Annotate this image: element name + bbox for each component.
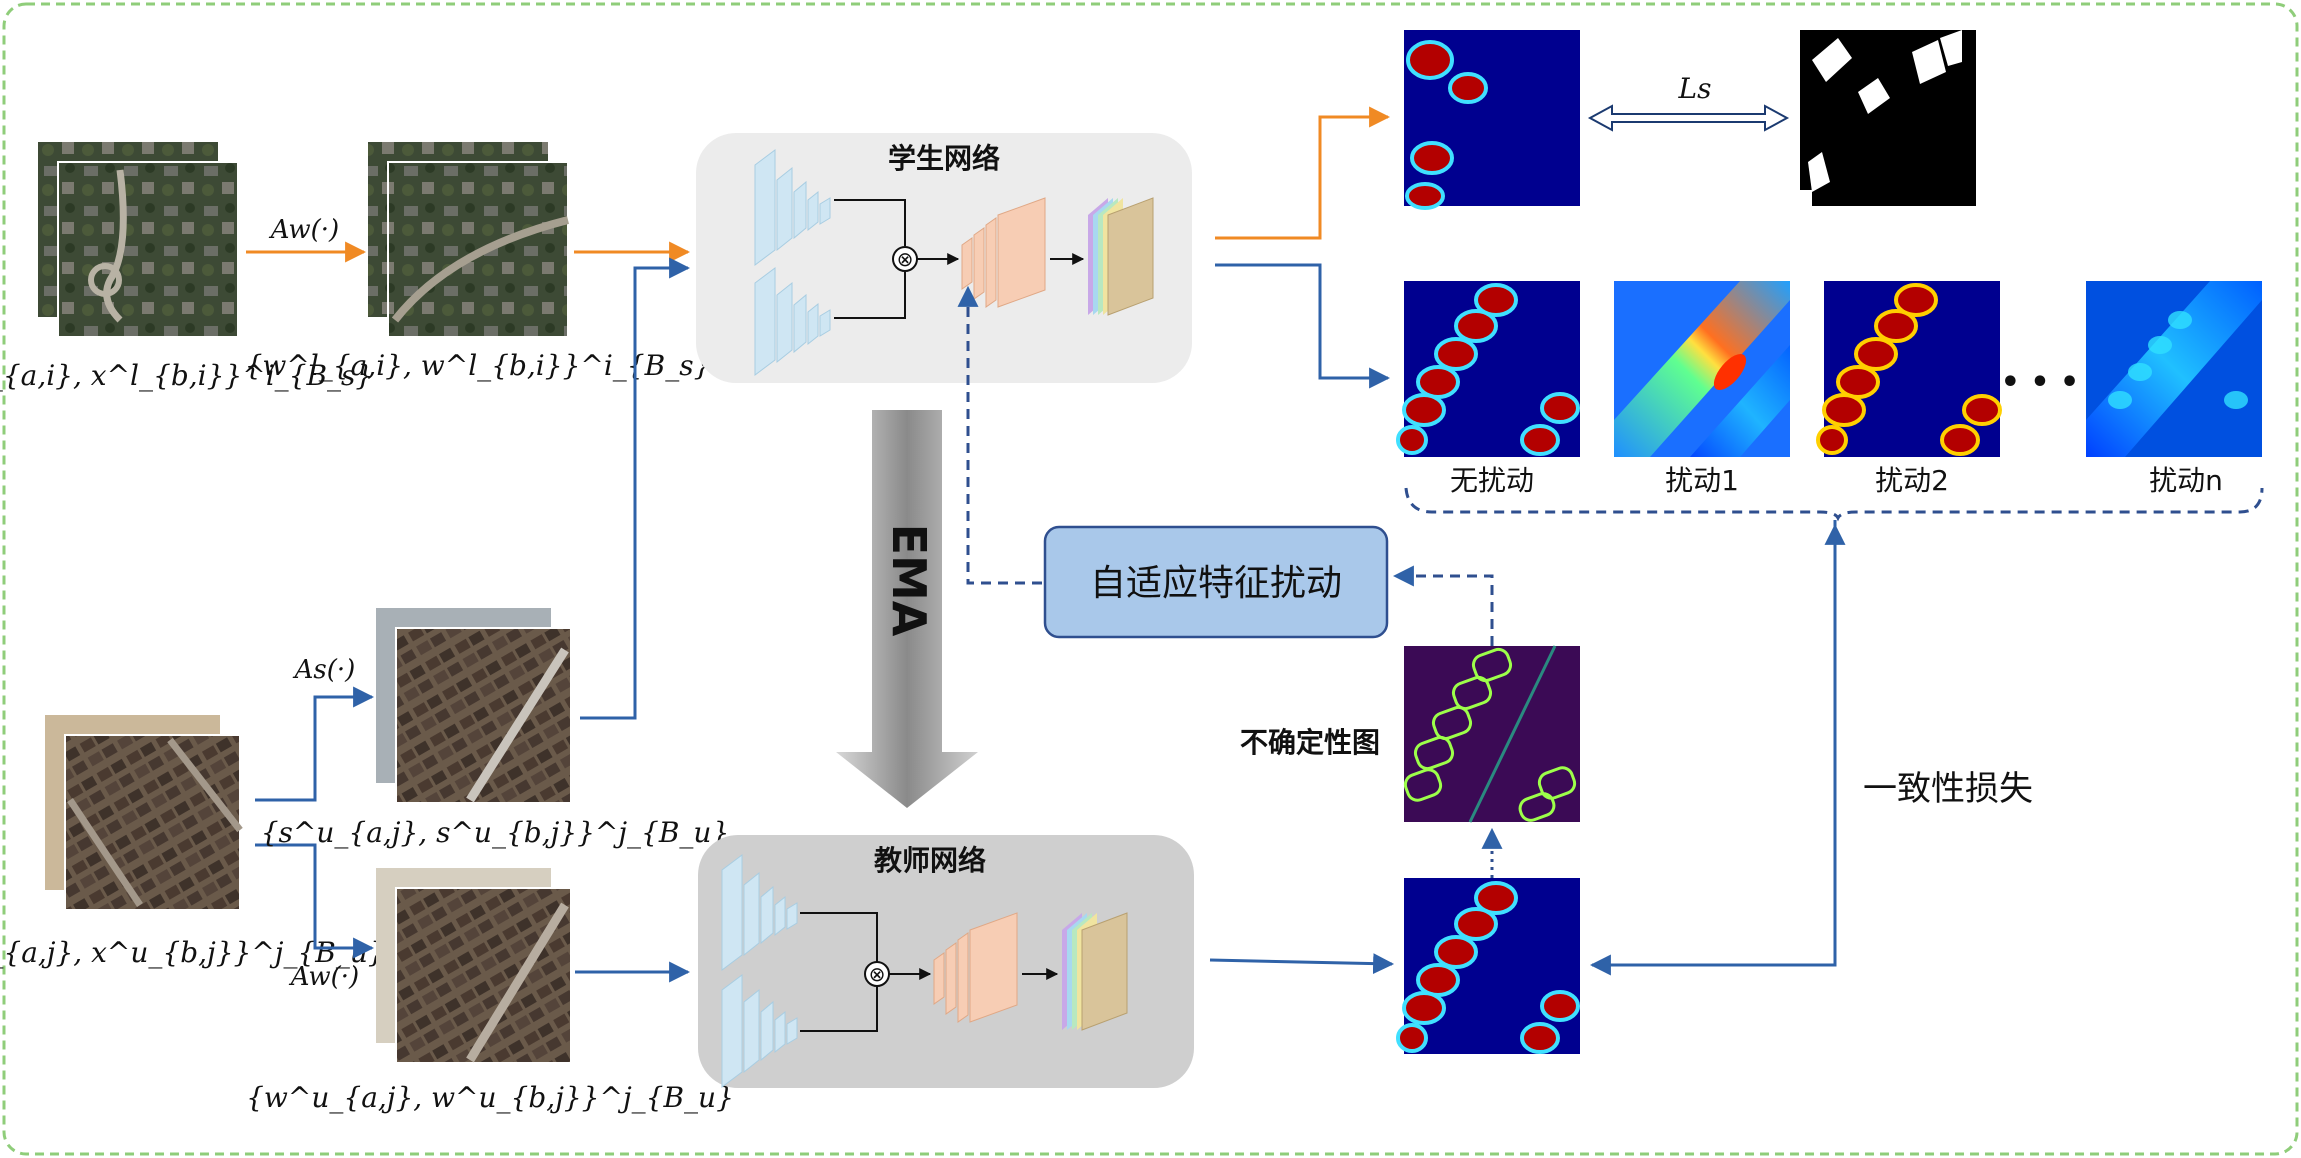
labeled-weak-set: {w^l_{a,i}, w^l_{b,i}}^i_{B_s} xyxy=(245,349,712,382)
pred-no-perturbation xyxy=(1396,281,1580,457)
ellipsis: • • • xyxy=(2001,365,2079,400)
ground-truth-mask xyxy=(1800,30,1976,206)
label-perturbation-2: 扰动2 xyxy=(1875,464,1949,497)
blue-arrow-to-weak xyxy=(255,843,375,959)
teacher-prediction-heatmap xyxy=(1396,878,1580,1054)
blue-arrow-to-perturbed-preds xyxy=(1215,263,1391,389)
pred-perturbation-n xyxy=(2086,281,2262,457)
unlabeled-weak-images xyxy=(376,868,572,1064)
unlabeled-strong-set: {s^u_{a,j}, s^u_{b,j}}^j_{B_u} xyxy=(261,816,730,849)
adaptive-perturbation-box: 自适应特征扰动 xyxy=(1043,525,1389,639)
perturbation-bracket xyxy=(1404,487,2264,522)
teacher-network: 教师网络 ⊗ xyxy=(698,835,1194,1088)
unlabeled-input-set: {x^u_{a,j}, x^u_{b,j}}^j_{B_u} xyxy=(0,936,386,969)
orange-arrow-to-supervised-pred xyxy=(1215,106,1391,240)
blue-arrow-teacher-to-pred xyxy=(1209,953,1395,975)
pred-perturbation-1 xyxy=(1614,281,1790,457)
label-perturbation-n: 扰动n xyxy=(2149,464,2223,497)
pred-perturbation-2 xyxy=(1816,281,2002,457)
blue-arrow-strong-to-student xyxy=(580,257,691,720)
labeled-input-set: {x^l_{a,i}, x^l_{b,i}}^i_{B_s} xyxy=(0,359,373,392)
student-encoder-top xyxy=(754,149,831,266)
teacher-network-title: 教师网络 xyxy=(874,844,986,877)
blue-arrow-to-strong xyxy=(255,686,375,802)
label-no-perturbation: 无扰动 xyxy=(1450,464,1534,497)
ema-label: EMA xyxy=(882,524,936,637)
label-perturbation-1: 扰动1 xyxy=(1665,464,1739,497)
unlabeled-weak-set: {w^u_{a,j}, w^u_{b,j}}^j_{B_u} xyxy=(246,1081,734,1114)
uncertainty-map xyxy=(1403,645,1580,823)
unlabeled-strong-images xyxy=(376,608,572,804)
labeled-input-images xyxy=(38,142,239,338)
labeled-weak-images xyxy=(368,142,569,338)
student-encoder-bottom xyxy=(754,267,831,376)
teacher-decoder xyxy=(933,912,1018,1023)
student-decoder xyxy=(961,197,1046,308)
consistency-loss-line xyxy=(1589,520,1837,976)
teacher-encoder-top xyxy=(721,854,798,971)
ema-arrow: EMA xyxy=(836,410,978,808)
weak-aug-unlabeled-label: Aw(·) xyxy=(289,962,359,992)
teacher-output-stack xyxy=(1062,912,1128,1031)
student-network-title: 学生网络 xyxy=(888,142,1000,175)
adaptive-perturbation-label: 自适应特征扰动 xyxy=(1090,563,1342,604)
teacher-encoder-bottom xyxy=(721,974,798,1088)
perturbation-to-student-dashed xyxy=(957,285,1042,585)
weak-aug-labeled-label: Aw(·) xyxy=(269,215,339,245)
teacher-fusion-symbol: ⊗ xyxy=(869,962,886,986)
supervised-prediction-heatmap xyxy=(1404,30,1580,210)
student-fusion-symbol: ⊗ xyxy=(897,247,914,271)
unlabeled-input-images xyxy=(45,715,243,911)
ls-label: Ls xyxy=(1678,72,1712,105)
uncertainty-map-label: 不确定性图 xyxy=(1240,726,1380,759)
consistency-loss-label: 一致性损失 xyxy=(1863,769,2033,809)
ls-loss: Ls xyxy=(1587,72,1790,132)
student-network: 学生网络 ⊗ xyxy=(696,133,1192,383)
strong-aug-label: As(·) xyxy=(293,655,356,685)
student-output-stack xyxy=(1088,197,1154,316)
uncertainty-to-perturbation-dashed xyxy=(1392,565,1494,646)
